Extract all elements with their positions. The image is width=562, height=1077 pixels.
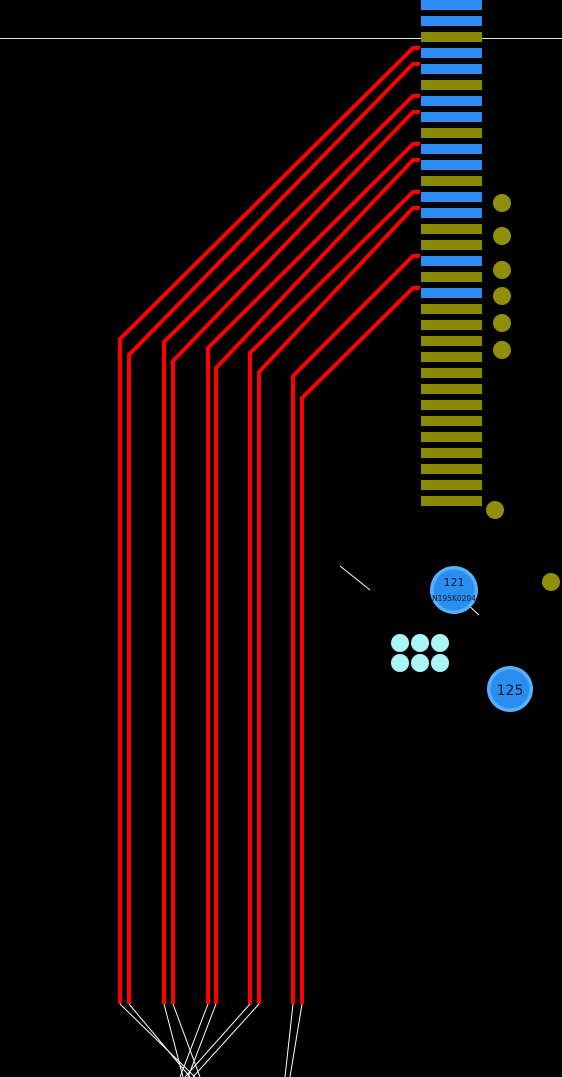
via-121-pad <box>433 569 475 611</box>
connector-pad[interactable] <box>421 432 482 442</box>
signal-trace[interactable] <box>171 110 420 1004</box>
signal-trace[interactable] <box>214 158 420 1004</box>
connector-pad[interactable] <box>421 304 482 314</box>
via-125[interactable]: 125 <box>487 666 533 712</box>
via-121-number: 121 <box>444 576 465 589</box>
connector-pad[interactable] <box>421 416 482 426</box>
connector-pad[interactable] <box>421 96 482 106</box>
olive-via[interactable] <box>542 573 560 591</box>
ratsnest-line <box>184 1003 251 1077</box>
connector-pad[interactable] <box>421 400 482 410</box>
via-125-number: 125 <box>497 683 524 699</box>
via-125-pad <box>490 669 530 709</box>
connector-pad[interactable] <box>421 240 482 250</box>
olive-via[interactable] <box>493 314 511 332</box>
connector-pad[interactable] <box>421 48 482 58</box>
cyan-via[interactable] <box>391 654 409 672</box>
ratsnest-lines <box>119 1003 303 1077</box>
connector-pad[interactable] <box>421 496 482 506</box>
cyan-via[interactable] <box>391 634 409 652</box>
signal-trace[interactable] <box>118 46 420 1004</box>
olive-via[interactable] <box>493 261 511 279</box>
ratsnest-line <box>289 1003 303 1077</box>
connector-pad[interactable] <box>421 368 482 378</box>
connector-pad[interactable] <box>421 480 482 490</box>
connector-pad[interactable] <box>421 192 482 202</box>
connector-pad[interactable] <box>421 0 482 10</box>
signal-trace[interactable] <box>300 286 420 1004</box>
ratsnest-line <box>284 1003 294 1077</box>
olive-via[interactable] <box>493 287 511 305</box>
connector-pad[interactable] <box>421 448 482 458</box>
signal-trace[interactable] <box>291 254 420 1004</box>
connector-pad[interactable] <box>421 32 482 42</box>
signal-trace[interactable] <box>206 142 420 1004</box>
cyan-via[interactable] <box>431 634 449 652</box>
signal-trace[interactable] <box>257 206 420 1004</box>
connector-pad[interactable] <box>421 80 482 90</box>
connector-pad[interactable] <box>421 16 482 26</box>
ratsnest-line <box>163 1003 184 1077</box>
connector-pad[interactable] <box>421 208 482 218</box>
ratsnest-segment <box>339 565 371 591</box>
connector-pad[interactable] <box>421 272 482 282</box>
cyan-via[interactable] <box>411 634 429 652</box>
connector-pad[interactable] <box>421 384 482 394</box>
connector-pad[interactable] <box>421 464 482 474</box>
ratsnest-line <box>192 1003 260 1077</box>
olive-via[interactable] <box>493 341 511 359</box>
connector-pad[interactable] <box>421 144 482 154</box>
connector-pad[interactable] <box>421 176 482 186</box>
olive-via[interactable] <box>493 194 511 212</box>
connector-pad[interactable] <box>421 224 482 234</box>
misc-graphics <box>339 194 560 672</box>
cyan-via[interactable] <box>431 654 449 672</box>
signal-trace[interactable] <box>248 190 420 1004</box>
olive-via[interactable] <box>493 227 511 245</box>
signal-trace[interactable] <box>162 94 420 1004</box>
connector-pad[interactable] <box>421 256 482 266</box>
connector-pad[interactable] <box>421 160 482 170</box>
signal-trace[interactable] <box>127 62 420 1004</box>
connector-pad[interactable] <box>421 288 482 298</box>
via-121-net-name: N195K0204 <box>432 594 476 603</box>
ratsnest-line <box>187 1003 217 1077</box>
via-121[interactable]: 121 N195K0204 <box>430 566 478 614</box>
connector-pad-column <box>421 0 482 506</box>
connector-pad[interactable] <box>421 64 482 74</box>
connector-pad[interactable] <box>421 352 482 362</box>
ratsnest-line <box>179 1003 209 1077</box>
ratsnest-line <box>119 1003 196 1077</box>
connector-pad[interactable] <box>421 112 482 122</box>
connector-pad[interactable] <box>421 320 482 330</box>
connector-pad[interactable] <box>421 128 482 138</box>
connector-pad[interactable] <box>421 336 482 346</box>
cyan-via[interactable] <box>411 654 429 672</box>
olive-via[interactable] <box>486 501 504 519</box>
trace-group <box>118 46 420 1004</box>
